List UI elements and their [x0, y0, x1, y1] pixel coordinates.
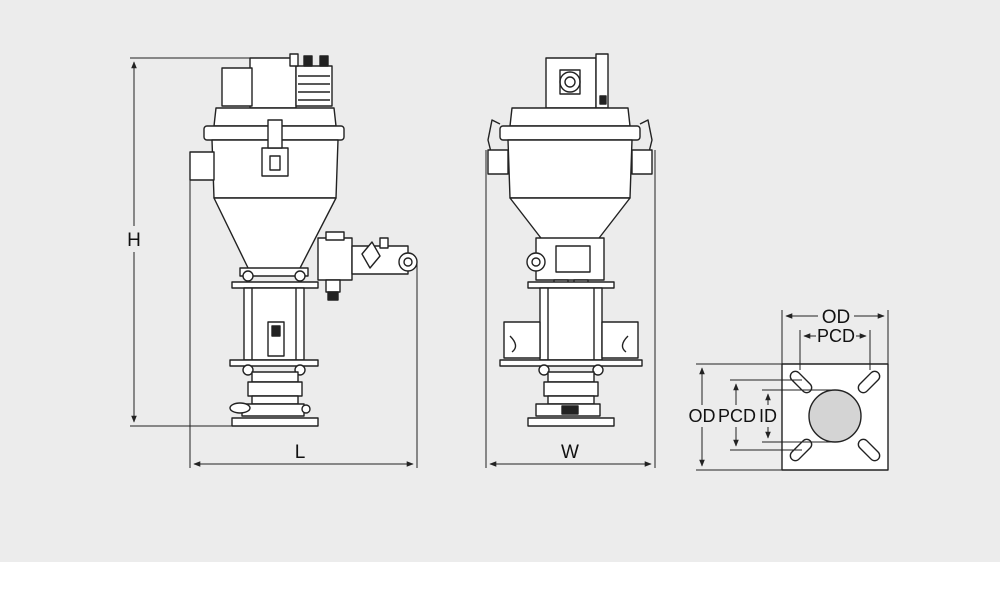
label-l: L: [295, 442, 306, 463]
side-view: [189, 53, 418, 427]
drawing-canvas: H L W OD PCD OD PCD ID: [0, 0, 1000, 562]
label-od-left: OD: [689, 406, 716, 426]
label-pcd-left: PCD: [718, 406, 756, 426]
label-h: H: [127, 230, 141, 251]
label-id: ID: [759, 406, 777, 426]
length-dimension: [189, 180, 418, 468]
label-od-top: OD: [822, 307, 851, 328]
height-dimension: [130, 57, 290, 427]
label-w: W: [561, 442, 579, 463]
technical-drawing: H L W OD PCD OD PCD ID: [127, 53, 889, 471]
label-pcd-top: PCD: [817, 326, 855, 346]
width-dimension: [485, 150, 656, 468]
front-view: [487, 53, 653, 427]
flange-detail: [781, 363, 889, 471]
